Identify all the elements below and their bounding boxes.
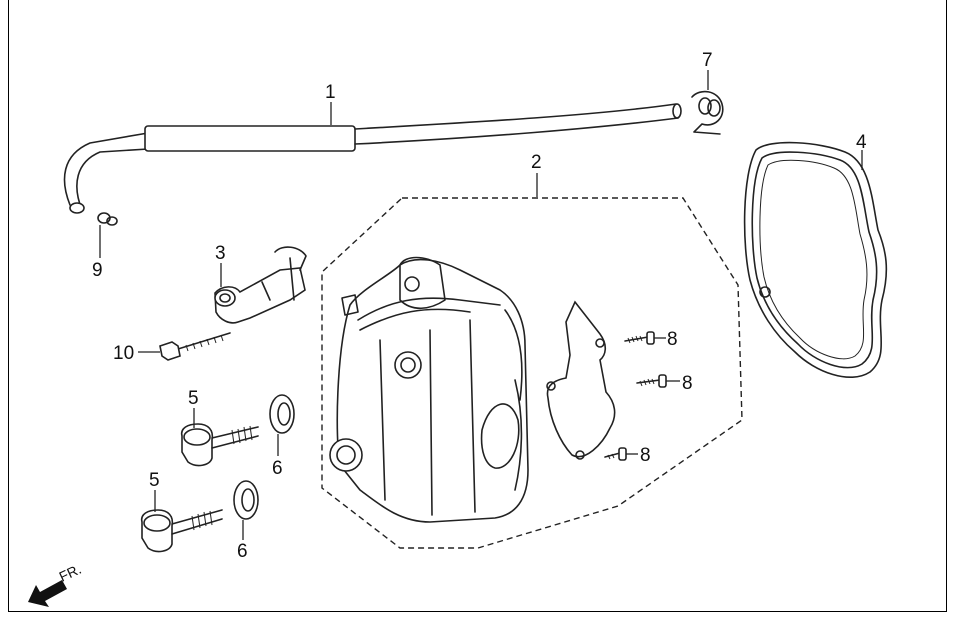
callout-gasket: 4 xyxy=(856,132,867,153)
rubber-washer-part xyxy=(233,480,259,520)
callout-labels: 1 2 3 4 5 5 6 6 7 8 8 8 9 10 xyxy=(92,50,867,562)
callout-bracket: 3 xyxy=(215,243,226,264)
small-bolt-part xyxy=(636,374,667,388)
callout-cover-bolt-upper: 5 xyxy=(188,388,199,409)
small-bolt-part xyxy=(604,447,627,461)
diagram-frame xyxy=(8,0,947,612)
cover-bolt-part xyxy=(180,423,259,467)
cylinder-head-cover-part xyxy=(329,256,529,523)
front-direction-marker: FR. xyxy=(28,561,84,607)
leader-lines xyxy=(99,70,863,540)
callout-small-bolt-1: 8 xyxy=(667,329,678,350)
callout-washer-upper: 6 xyxy=(272,458,283,479)
cover-gasket-part xyxy=(743,141,888,378)
hose-bracket-part xyxy=(214,246,307,324)
callout-head-cover: 2 xyxy=(531,152,542,173)
breather-plate-part xyxy=(546,300,616,460)
callout-clamp: 7 xyxy=(702,50,713,71)
callout-flange-bolt: 10 xyxy=(113,343,134,364)
callout-cover-bolt-lower: 5 xyxy=(149,470,160,491)
breather-hose-part xyxy=(63,103,682,214)
small-bolt-part xyxy=(624,331,655,345)
hose-clip-part xyxy=(97,212,118,226)
front-arrow-icon xyxy=(28,580,67,607)
callout-clip: 9 xyxy=(92,260,103,281)
callout-small-bolt-2: 8 xyxy=(682,373,693,394)
callout-hose: 1 xyxy=(325,82,336,103)
flange-bolt-part xyxy=(159,332,231,361)
callout-washer-lower: 6 xyxy=(237,541,248,562)
front-label: FR. xyxy=(57,561,84,585)
hose-clamp-part xyxy=(691,90,724,135)
callout-small-bolt-3: 8 xyxy=(640,445,651,466)
cover-bolt-part xyxy=(140,509,223,553)
assembly-outline xyxy=(321,197,743,549)
rubber-washer-part xyxy=(269,394,295,434)
